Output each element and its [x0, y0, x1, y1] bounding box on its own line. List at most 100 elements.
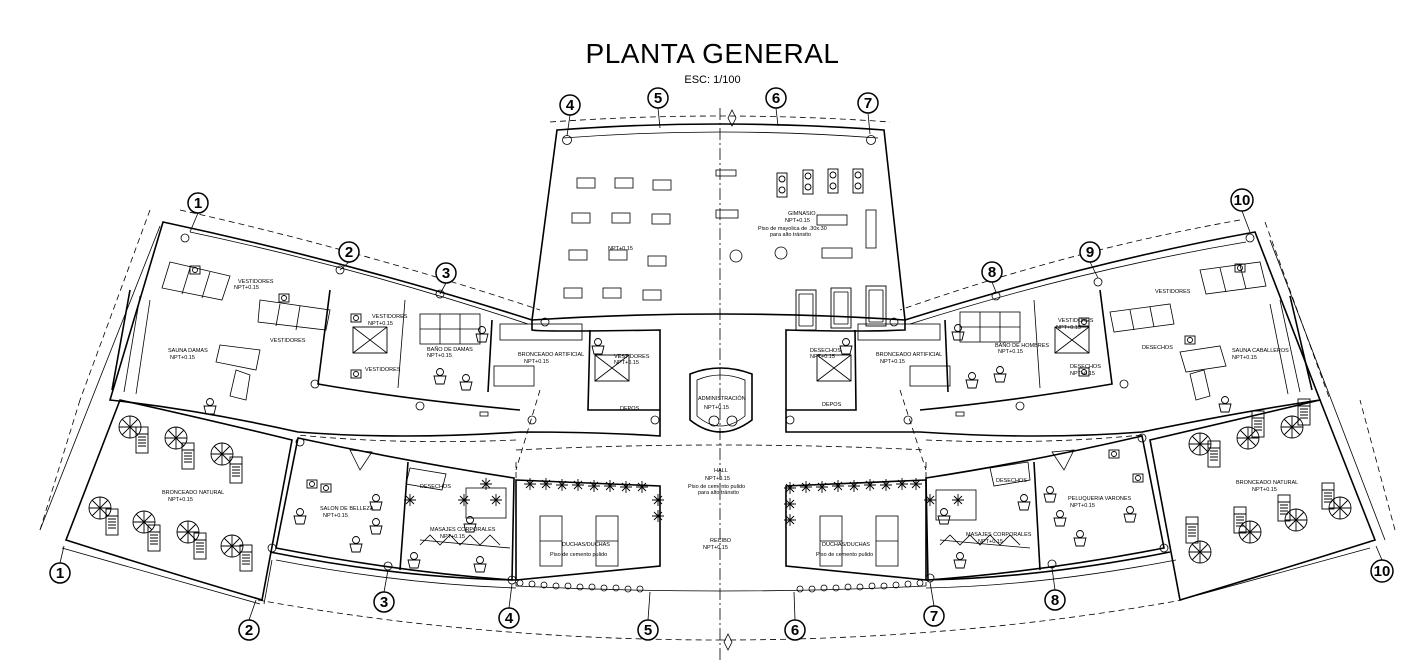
salon-belleza-label: SALON DE BELLEZA: [320, 506, 374, 512]
hall-floor-note-1: Piso de cemento pulido: [688, 484, 745, 490]
bronceado-natural-left-label: BRONCEADO NATURAL: [162, 490, 224, 496]
sauna-damas-nivel: NPT+0.15: [170, 355, 195, 361]
axis-bubble-4-top: 4: [559, 94, 581, 116]
svg-text:4: 4: [566, 97, 575, 114]
vestidores-5-label: VESTIDORES: [614, 354, 650, 360]
recibo-nivel: NPT+0.15: [703, 545, 728, 551]
central-hall: HALL NPT+0.15 Piso de cemento pulido par…: [297, 109, 1183, 651]
gym-floor-note-1: Piso de mayolica de .30x.30: [758, 226, 827, 232]
desechos-1-label: DESECHOS: [420, 484, 451, 490]
left-upper-wing: VESTIDORES NPT+0.15 SAUNA DAMAS NPT+0.15…: [79, 209, 661, 437]
vestidores-3-label: VESTIDORES: [372, 314, 408, 320]
axis-bubble-5-bottom: 5: [637, 619, 659, 641]
gym-nivel: NPT+0.15: [785, 218, 810, 224]
gym-label: GIMNASIO: [788, 211, 816, 217]
dimension-lines: [39, 225, 1386, 605]
axis-bubble-1-bottom: 1: [49, 562, 71, 584]
hall-nivel: NPT+0.15: [705, 476, 730, 482]
desechos-3-nivel: NPT+0.15: [1070, 371, 1095, 377]
bronceado-natural-right-label: BRONCEADO NATURAL: [1236, 480, 1298, 486]
axis-bubble-6-top: 6: [765, 87, 787, 109]
gym-nivel-left: NPT+0.15: [608, 246, 633, 252]
axis-bubble-1-top: 1: [187, 192, 209, 214]
svg-text:5: 5: [654, 90, 662, 107]
svg-text:3: 3: [442, 265, 450, 282]
drawing-title: PLANTA GENERAL: [585, 38, 840, 69]
vestidores-7-nivel: NPT+0.15: [1056, 325, 1081, 331]
axis-bubble-5-top: 5: [647, 87, 669, 109]
sauna-damas-label: SAUNA DAMAS: [168, 348, 208, 354]
svg-text:6: 6: [772, 90, 780, 107]
duchas-right-floor-note: Piso de cemento pulido: [816, 552, 873, 558]
depos-left-label: DEPOS: [620, 406, 640, 412]
axis-bubble-7-bottom: 7: [923, 605, 945, 627]
svg-text:2: 2: [245, 622, 253, 639]
axis-leaders: [59, 107, 1383, 621]
duchas-left-label: DUCHAS/DUCHAS: [562, 542, 610, 548]
masajes-right-label: MASAJES CORPORALES: [966, 532, 1032, 538]
axis-bubble-3-bottom: 3: [373, 591, 395, 613]
svg-text:6: 6: [791, 622, 799, 639]
duchas-right-label: DUCHAS/DUCHAS: [822, 542, 870, 548]
axis-bubble-2-bottom: 2: [238, 619, 260, 641]
svg-text:10: 10: [1374, 563, 1391, 580]
bronceado-artificial-right-nivel: NPT+0.15: [880, 359, 905, 365]
bano-damas-label: BAÑO DE DAMAS: [427, 346, 473, 353]
bronceado-natural-right-nivel: NPT+0.15: [1252, 487, 1277, 493]
admin-nivel: NPT+0.15: [704, 405, 729, 411]
desechos-right-label: DESECHOS: [996, 478, 1027, 484]
bronceado-natural-left-nivel: NPT+0.15: [168, 497, 193, 503]
bronceado-artificial-left-label: BRONCEADO ARTIFICIAL: [518, 352, 584, 358]
vestidores-2-label: VESTIDORES: [270, 338, 306, 344]
masajes-left-label: MASAJES CORPORALES: [430, 527, 496, 533]
gym-floor-note-2: para alto tránsito: [770, 232, 811, 238]
planter-row-bottom: [516, 579, 924, 593]
svg-text:1: 1: [194, 195, 202, 212]
vestidores-4-label: VESTIDORES: [365, 367, 401, 373]
bronceado-artificial-right-label: BRONCEADO ARTIFICIAL: [876, 352, 942, 358]
svg-text:4: 4: [505, 610, 514, 627]
vestidores-1-label: VESTIDORES: [238, 279, 274, 285]
right-lower-wing: BRONCEADO NATURAL NPT+0.15 PELUQUERIA VA…: [783, 398, 1396, 602]
sauna-caballeros-nivel: NPT+0.15: [1232, 355, 1257, 361]
vestidores-7-label: VESTIDORES: [1058, 318, 1094, 324]
administration-booth: ADMINISTRACIÓN NPT+0.15: [689, 367, 753, 433]
sauna-caballeros-label: SAUNA CABALLEROS: [1232, 348, 1289, 354]
svg-text:7: 7: [864, 95, 872, 112]
svg-text:8: 8: [1051, 592, 1059, 609]
right-upper-wing: VESTIDORES VESTIDORES NPT+0.15 SAUNA CAB…: [785, 219, 1331, 437]
duchas-left-floor-note: Piso de cemento pulido: [550, 552, 607, 558]
drawing-scale: ESC: 1/100: [684, 74, 741, 86]
masajes-right-nivel: NPT+0.15: [978, 539, 1003, 545]
axis-bubble-8-top: 8: [981, 261, 1003, 283]
svg-text:5: 5: [644, 622, 652, 639]
axis-bubble-8-bottom: 8: [1044, 589, 1066, 611]
bronceado-artificial-left-nivel: NPT+0.15: [524, 359, 549, 365]
bano-damas-nivel: NPT+0.15: [427, 353, 452, 359]
axis-bubble-6-bottom: 6: [784, 619, 806, 641]
axis-bubble-7-top: 7: [857, 92, 879, 114]
admin-label: ADMINISTRACIÓN: [698, 395, 746, 402]
svg-text:9: 9: [1086, 244, 1094, 261]
axis-bubble-10-top: 10: [1230, 188, 1254, 212]
axis-bubble-4-bottom: 4: [498, 607, 520, 629]
svg-text:2: 2: [345, 244, 353, 261]
svg-text:10: 10: [1234, 192, 1251, 209]
axis-bubble-2-top: 2: [338, 241, 360, 263]
svg-text:3: 3: [380, 594, 388, 611]
left-lower-wing: BRONCEADO NATURAL NPT+0.15 SALON DE BELL…: [39, 399, 721, 641]
masajes-left-nivel: NPT+0.15: [440, 534, 465, 540]
desechos-4-label: DESECHOS: [810, 348, 841, 354]
salon-belleza-nivel: NPT+0.15: [323, 513, 348, 519]
hall-floor-note-2: para alto tránsito: [698, 490, 739, 496]
vestidores-3-nivel: NPT+0.15: [368, 321, 393, 327]
svg-text:7: 7: [930, 608, 938, 625]
desechos-3-label: DESECHOS: [1070, 364, 1101, 370]
vestidores-1-nivel: NPT+0.15: [234, 285, 259, 291]
recibo-label: RECIBO: [710, 538, 732, 544]
vestidores-5-nivel: NPT+0.15: [614, 360, 639, 366]
svg-text:8: 8: [988, 264, 996, 281]
bano-hombres-nivel: NPT+0.15: [998, 349, 1023, 355]
gym-block: GIMNASIO NPT+0.15 Piso de mayolica de .3…: [531, 115, 906, 331]
